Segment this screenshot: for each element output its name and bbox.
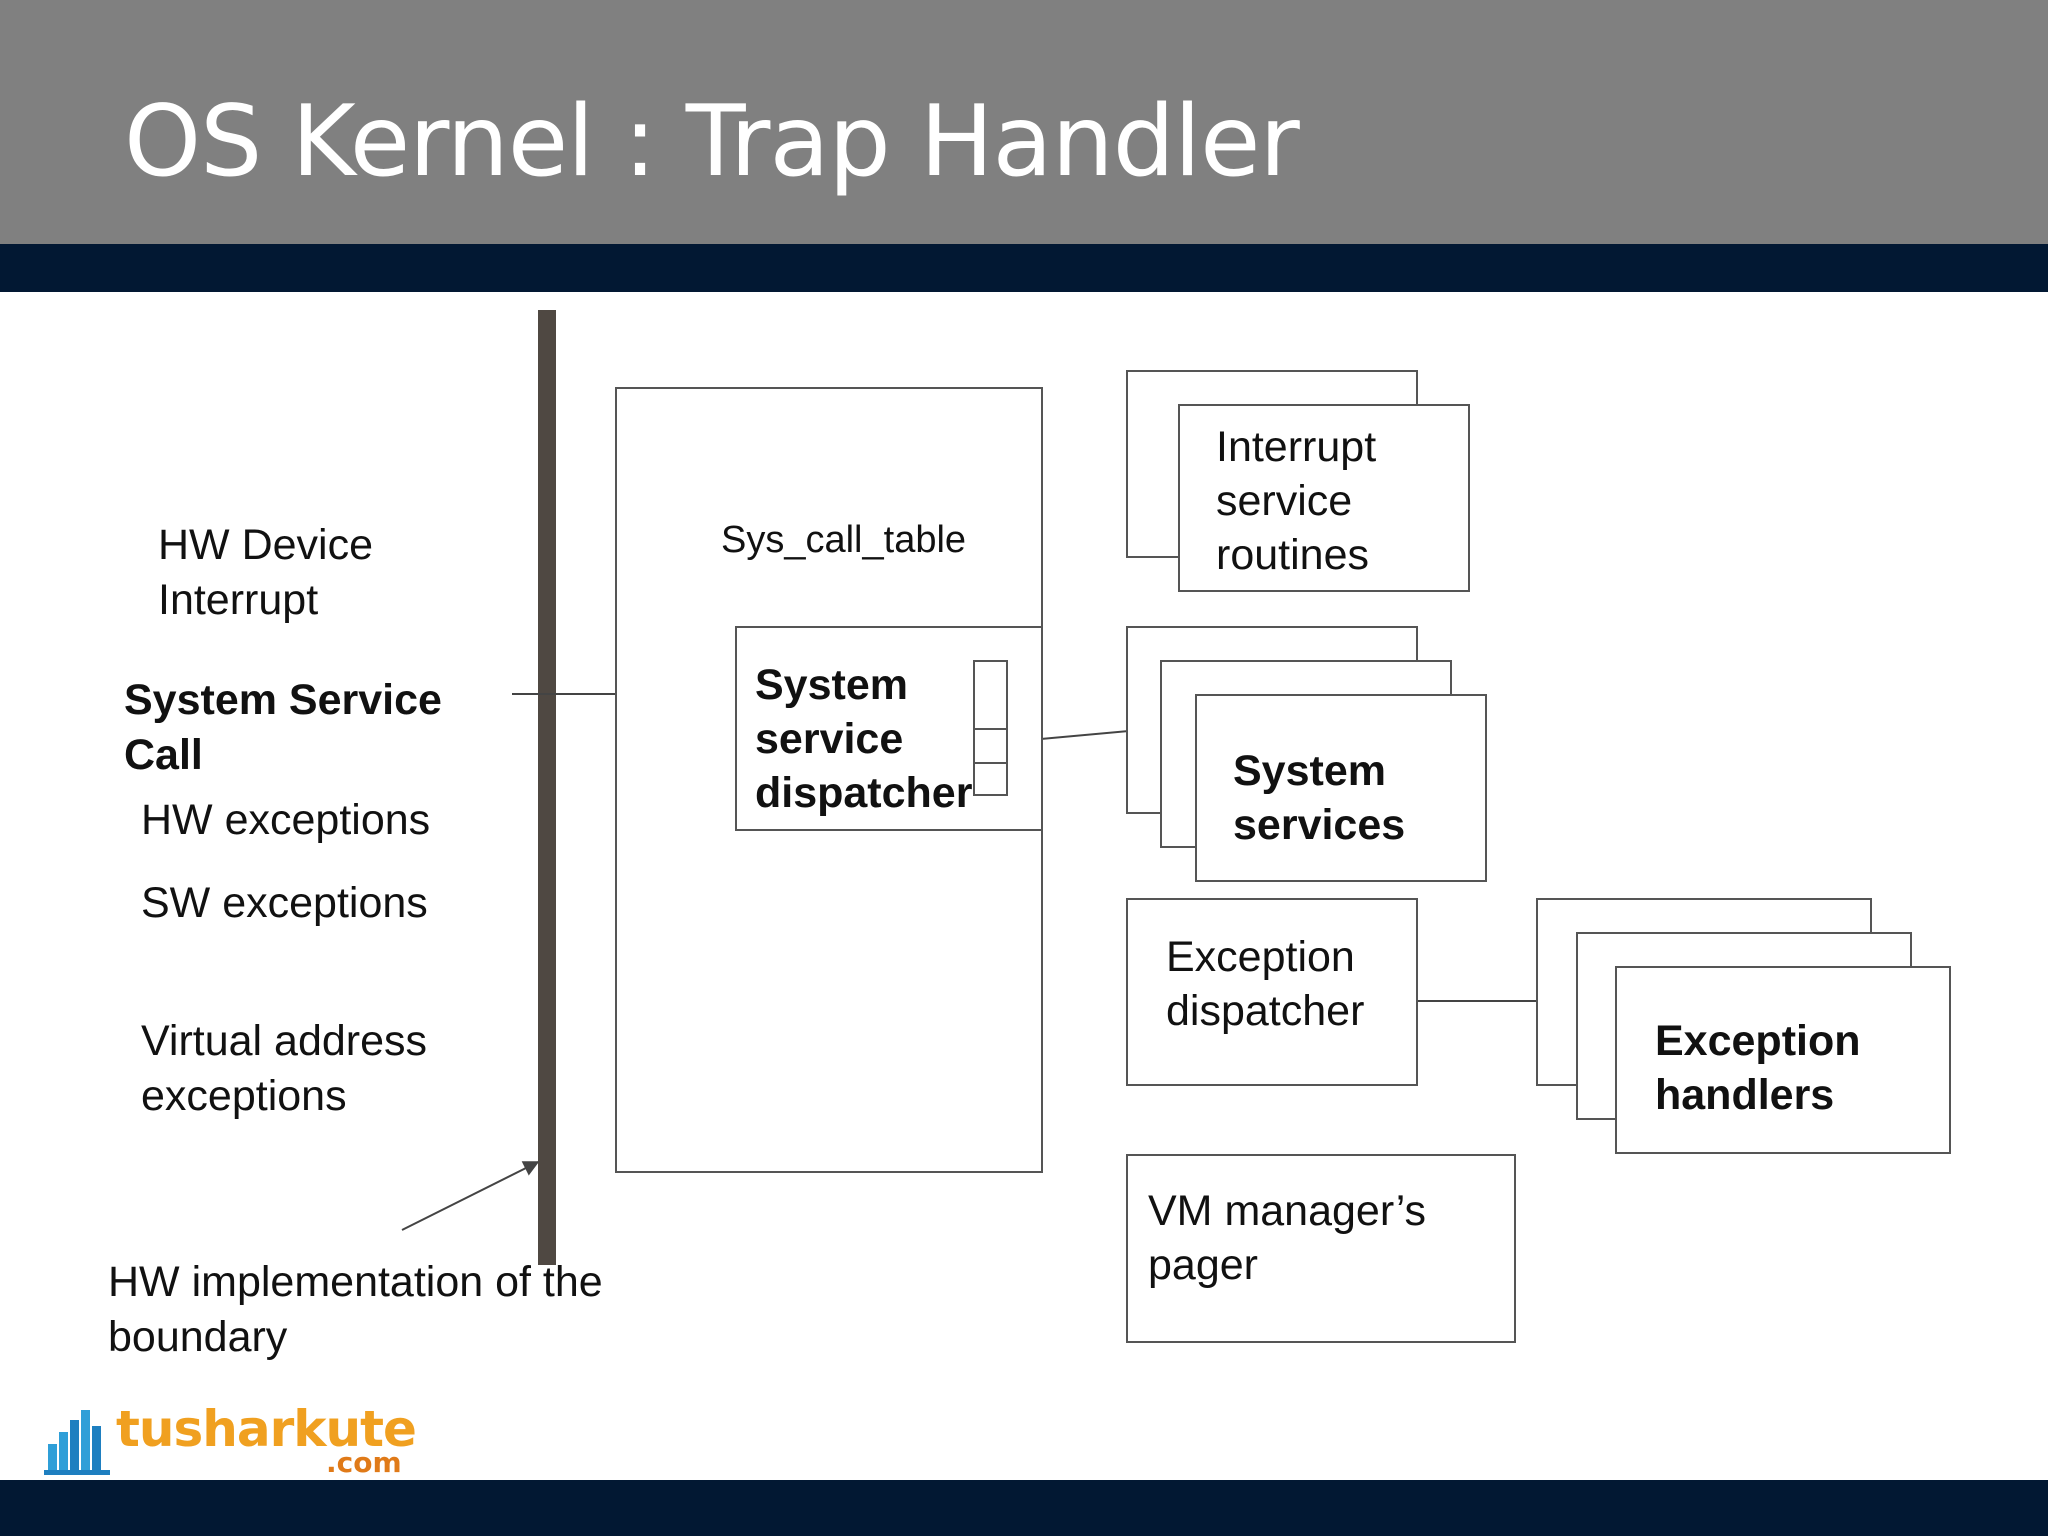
vm-pager-label: VM manager’s pager [1148, 1187, 1427, 1289]
vm-pager-box: VM manager’s pager [1126, 1154, 1516, 1343]
sys-call-table-label: Sys_call_table [721, 519, 967, 561]
table-divider [975, 728, 1006, 730]
system-services-label: System services [1233, 747, 1406, 849]
system-service-dispatcher-box: System service dispatcher [735, 626, 1043, 831]
footer-band [0, 1480, 2048, 1536]
isr-label: Interrupt service routines [1216, 423, 1377, 579]
hw-boundary-bar [538, 310, 556, 1265]
hw-exceptions-label: HW exceptions [141, 796, 431, 844]
logo-wordmark: tusharkute [116, 1400, 417, 1458]
system-services-box: System services [1195, 694, 1487, 882]
header-accent-band [0, 244, 2048, 292]
table-divider [975, 762, 1006, 764]
books-icon [44, 1410, 110, 1475]
exception-handlers-box: Exception handlers [1615, 966, 1951, 1154]
sys-call-table-box [973, 660, 1008, 796]
system-service-call-label: System Service Call [124, 676, 442, 779]
sw-exceptions-label: SW exceptions [141, 879, 428, 927]
tusharkute-logo: tusharkute .com [44, 1400, 417, 1482]
slide-title: OS Kernel : Trap Handler [124, 85, 1300, 199]
exception-dispatcher-label: Exception dispatcher [1166, 933, 1365, 1035]
exception-dispatcher-box: Exception dispatcher [1126, 898, 1418, 1086]
dispatcher-label: System service dispatcher [755, 661, 973, 817]
hw-device-interrupt-label: HW Device Interrupt [158, 521, 374, 624]
hw-boundary-label: HW implementation of the boundary [108, 1258, 603, 1361]
logo-domain: .com [326, 1446, 402, 1479]
exception-handlers-label: Exception handlers [1655, 1017, 1861, 1119]
title-bar: OS Kernel : Trap Handler [0, 0, 2048, 244]
interrupt-service-routines-box: Interrupt service routines [1178, 404, 1470, 592]
boundary-pointer-arrow [401, 1161, 540, 1231]
virtual-address-exceptions-label: Virtual address exceptions [141, 1017, 428, 1120]
